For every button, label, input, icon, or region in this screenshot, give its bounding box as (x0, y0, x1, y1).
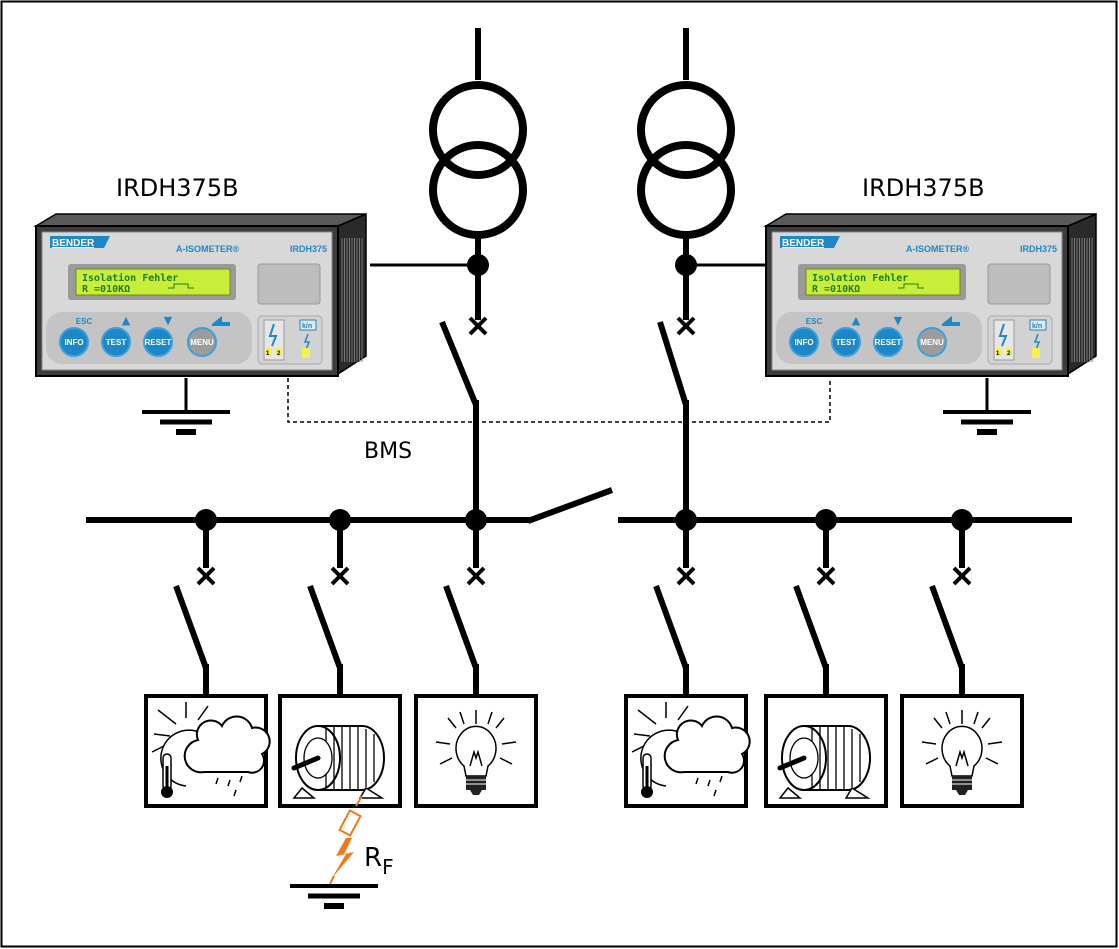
light-bulb-icon (900, 694, 1024, 808)
alarm-icon (998, 323, 1008, 347)
left-incomer (433, 28, 523, 520)
brand-text: BENDER (52, 238, 95, 249)
button-reset-label: RESET (875, 338, 902, 347)
bms-bus-line (287, 378, 831, 423)
model-tag-label: IRDH375 (1020, 244, 1057, 254)
button-info-hint: ESC (76, 317, 93, 326)
button-menu[interactable] (917, 327, 947, 357)
left-incomer-switch (439, 320, 479, 407)
lcd-screen (805, 268, 961, 296)
feeder-switch (173, 584, 209, 670)
bms-label: BMS (364, 439, 412, 464)
bus-coupler-switch (526, 487, 614, 524)
button-info[interactable] (789, 327, 819, 357)
enter-arrow-icon (942, 316, 960, 326)
button-test-label: TEST (836, 338, 857, 347)
motor-icon (766, 696, 886, 806)
alarm-icon (268, 323, 278, 347)
left-transformer-icon (433, 85, 523, 235)
button-reset[interactable] (143, 327, 173, 357)
lcd-line-1: Isolation Fehler (812, 272, 908, 284)
button-menu-label: MENU (920, 338, 944, 347)
feeder-switch (793, 584, 829, 670)
feeder-6 (900, 520, 1024, 808)
lcd-line-1: Isolation Fehler (82, 272, 178, 284)
test-icon (303, 333, 311, 351)
lcd-line-2: R =010KΩ (812, 284, 860, 295)
weather-sun-cloud-icon (624, 694, 752, 808)
right-incomer-switch (657, 321, 689, 406)
light-bulb-icon (414, 694, 538, 808)
feeder-switch (443, 584, 479, 670)
device-top-panel (763, 213, 1097, 227)
feeder-switch (307, 584, 343, 670)
led-label-1: 1 (996, 351, 1000, 357)
button-test-label: TEST (106, 338, 127, 347)
button-info-label: INFO (64, 338, 83, 347)
led-label-2: 2 (277, 351, 281, 357)
button-reset-hint: ▼ (894, 314, 903, 327)
button-test-hint: ▲ (852, 314, 861, 327)
device-top-panel (33, 213, 367, 227)
aux-window (257, 263, 321, 305)
button-test-hint: ▲ (122, 314, 131, 327)
product-line-label: A-ISOMETER® (906, 244, 970, 254)
button-menu[interactable] (187, 327, 217, 357)
fault-resistor-label: RF (364, 843, 394, 879)
aux-window (987, 263, 1051, 305)
lcd-line-2: R =010KΩ (82, 284, 130, 295)
left-device-title: IRDH375B (116, 174, 239, 202)
button-menu-label: MENU (190, 338, 214, 347)
fault-resistor-icon (338, 809, 362, 837)
led-label-1: 1 (266, 351, 270, 357)
weather-sun-cloud-icon (144, 694, 272, 808)
left-busbar (86, 487, 614, 524)
button-test[interactable] (831, 327, 861, 357)
right-transformer-icon (641, 85, 731, 235)
feeder-3 (414, 520, 538, 808)
fault-lightning-icon (332, 838, 354, 878)
model-tag-label: IRDH375 (290, 244, 327, 254)
button-info[interactable] (59, 327, 89, 357)
brand-logo (780, 236, 826, 248)
motor-icon (280, 696, 400, 806)
button-info-label: INFO (794, 338, 813, 347)
brand-logo (50, 236, 96, 248)
status-tag: k/n (302, 323, 312, 330)
enter-arrow-icon (212, 316, 230, 326)
right-device-ground-icon (943, 412, 1031, 432)
feeders-group (144, 520, 1024, 808)
fault-ground-icon (290, 886, 378, 906)
product-line-label: A-ISOMETER® (176, 244, 240, 254)
button-reset[interactable] (873, 327, 903, 357)
fault-path: RF (290, 795, 394, 906)
button-reset-hint: ▼ (164, 314, 173, 327)
led-label-2: 2 (1007, 351, 1011, 357)
button-reset-label: RESET (145, 338, 172, 347)
feeder-1 (144, 520, 272, 808)
feeder-4 (624, 520, 752, 808)
test-icon (1033, 333, 1041, 351)
right-incomer (641, 28, 731, 520)
button-test[interactable] (101, 327, 131, 357)
right-device-title: IRDH375B (862, 174, 985, 202)
feeder-switch (929, 584, 965, 670)
brand-text: BENDER (782, 238, 825, 249)
feeder-2 (280, 520, 400, 806)
button-info-hint: ESC (806, 317, 823, 326)
status-tag: k/n (1032, 323, 1042, 330)
left-device-ground-icon (142, 412, 230, 432)
feeder-5 (766, 520, 886, 806)
lcd-screen (75, 268, 231, 296)
feeder-switch (653, 584, 689, 670)
